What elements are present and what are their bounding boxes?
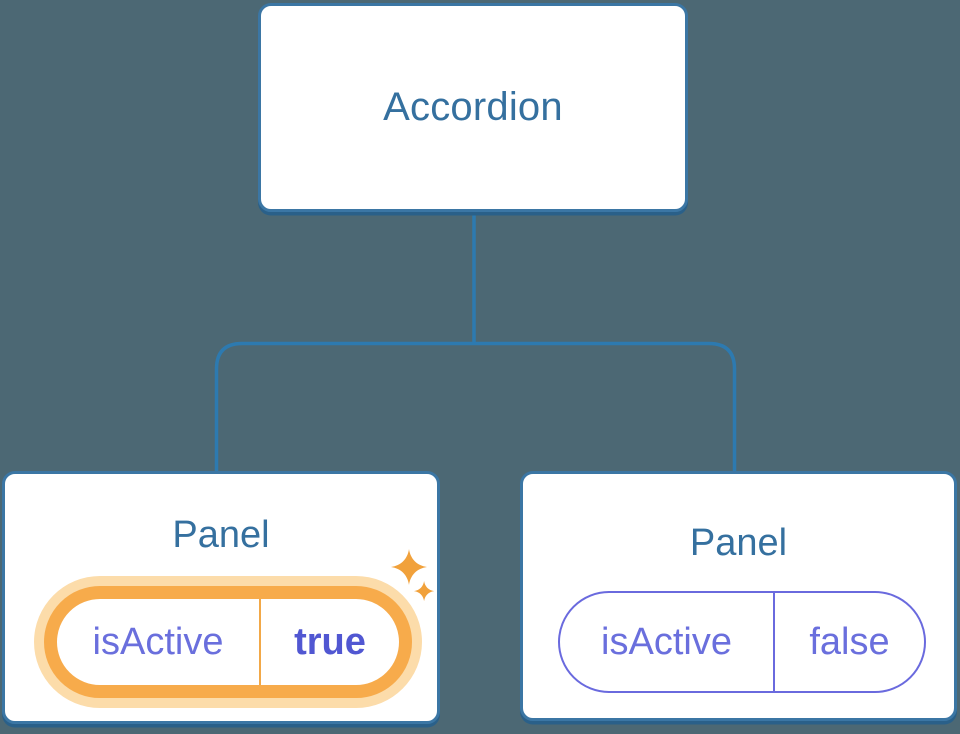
panel-title: Panel [172,514,270,556]
panel-title: Panel [689,522,788,564]
state-value: false [809,620,890,663]
node-panel-inactive: Panel isActive false [520,471,957,721]
state-value: true [294,620,366,663]
state-pill-active: isActive true [44,586,412,698]
pill-divider [773,593,775,691]
pill-divider [259,599,261,685]
state-pill-inactive: isActive false [558,591,926,693]
node-accordion: Accordion [258,3,688,212]
state-key: isActive [92,620,224,663]
sparkles-icon [391,549,435,602]
state-key: isActive [601,620,732,663]
node-panel-active: Panel isActive true [2,471,440,724]
accordion-label: Accordion [383,85,563,129]
